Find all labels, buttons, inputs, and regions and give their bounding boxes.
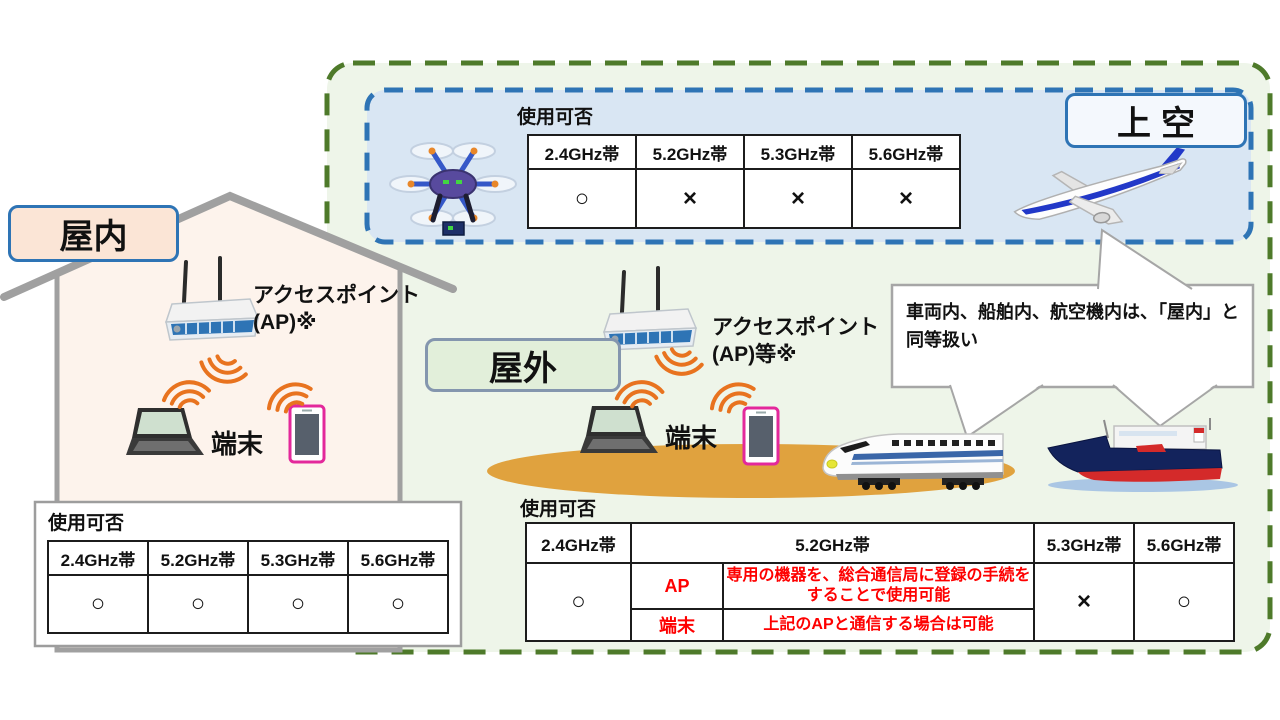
outdoor-usage-title: 使用可否 bbox=[520, 499, 597, 520]
band-header: 2.4GHz帯 bbox=[525, 522, 632, 564]
indoor-usage-title: 使用可否 bbox=[48, 513, 125, 534]
outdoor-ap-name: アクセスポイント bbox=[712, 316, 879, 339]
band-header: 5.3GHz帯 bbox=[1033, 522, 1136, 564]
outdoor-value-5-3ghz: × bbox=[1033, 562, 1136, 642]
outdoor-5-2ghz-ap-label: AP bbox=[630, 562, 724, 610]
outdoor-ap-label: アクセスポイント (AP)等※ bbox=[712, 314, 879, 369]
outdoor-5-2ghz-terminal-label: 端末 bbox=[630, 608, 724, 642]
indoor-value-5-3ghz: ○ bbox=[247, 574, 349, 634]
indoor-smartphone-icon bbox=[288, 404, 326, 464]
band-header: 5.3GHz帯 bbox=[247, 540, 349, 576]
indoor-ap-suffix: (AP)※ bbox=[253, 311, 317, 335]
outdoor-ap-suffix: (AP)等※ bbox=[712, 343, 797, 367]
indoor-value-5-6ghz: ○ bbox=[347, 574, 449, 634]
indoor-ap-name: アクセスポイント bbox=[253, 284, 420, 307]
band-header: 5.3GHz帯 bbox=[743, 134, 853, 170]
outdoor-smartphone-icon bbox=[742, 406, 780, 466]
indoor-value-5-2ghz: ○ bbox=[147, 574, 249, 634]
band-header: 2.4GHz帯 bbox=[527, 134, 637, 170]
sky-usage-title: 使用可否 bbox=[517, 107, 594, 128]
band-header: 5.2GHz帯 bbox=[629, 522, 1036, 564]
band-header: 5.6GHz帯 bbox=[851, 134, 961, 170]
band-header: 5.6GHz帯 bbox=[1133, 522, 1236, 564]
outdoor-value-2-4ghz: ○ bbox=[525, 562, 632, 642]
band-header: 5.2GHz帯 bbox=[147, 540, 249, 576]
callout-text: 車両内、船舶内、航空機内は、「屋内」と同等扱い bbox=[906, 302, 1239, 350]
outdoor-usage-table: 2.4GHz帯 5.2GHz帯 5.3GHz帯 5.6GHz帯 ○ AP 専用の… bbox=[525, 522, 1236, 642]
outdoor-5-2ghz-terminal-condition: 上記のAPと通信する場合は可能 bbox=[721, 608, 1036, 642]
sky-value-5-6ghz: × bbox=[851, 168, 961, 229]
sky-value-5-2ghz: × bbox=[635, 168, 745, 229]
band-header: 5.2GHz帯 bbox=[635, 134, 745, 170]
indoor-value-2-4ghz: ○ bbox=[47, 574, 149, 634]
indoor-ap-label: アクセスポイント (AP)※ bbox=[253, 282, 420, 337]
outdoor-terminal-label: 端末 bbox=[665, 423, 718, 453]
band-header: 2.4GHz帯 bbox=[47, 540, 149, 576]
indoor-terminal-label: 端末 bbox=[211, 429, 264, 459]
outdoor-zone-label: 屋外 bbox=[425, 338, 621, 392]
callout-bubble bbox=[890, 228, 1255, 439]
indoor-zone-label: 屋内 bbox=[8, 205, 179, 262]
indoor-usage-table: 2.4GHz帯 5.2GHz帯 5.3GHz帯 5.6GHz帯 ○ ○ ○ ○ bbox=[47, 540, 449, 634]
sky-zone-label: 上空 bbox=[1065, 93, 1247, 148]
sky-value-2-4ghz: ○ bbox=[527, 168, 637, 229]
outdoor-value-5-6ghz: ○ bbox=[1133, 562, 1236, 642]
sky-usage-table: 2.4GHz帯 5.2GHz帯 5.3GHz帯 5.6GHz帯 ○ × × × bbox=[527, 134, 961, 229]
outdoor-5-2ghz-ap-condition: 専用の機器を、総合通信局に登録の手続をすることで使用可能 bbox=[721, 562, 1036, 610]
band-header: 5.6GHz帯 bbox=[347, 540, 449, 576]
sky-value-5-3ghz: × bbox=[743, 168, 853, 229]
